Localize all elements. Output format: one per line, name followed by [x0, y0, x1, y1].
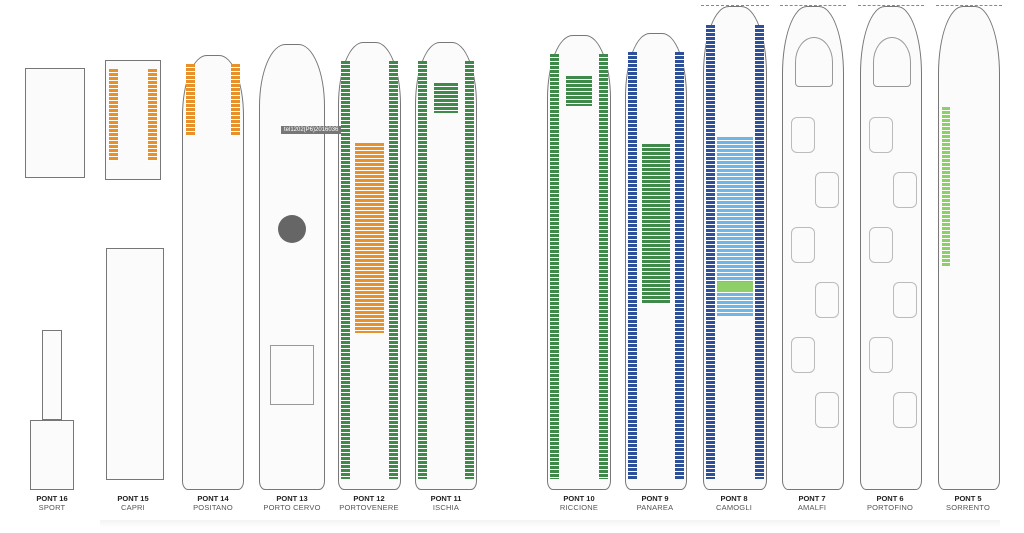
- venue: [869, 227, 893, 263]
- deck-name: CAPRI: [121, 503, 145, 512]
- pool: [278, 215, 306, 243]
- venue: [893, 172, 917, 208]
- deck-outline: [860, 6, 922, 490]
- deck-number: PONT 11: [430, 494, 462, 503]
- deck-name: CAMOGLI: [716, 503, 752, 512]
- cabin-row: [389, 61, 398, 479]
- cabin-row: [675, 52, 684, 479]
- deck-outline: [30, 420, 74, 490]
- deck-outline: [25, 68, 85, 178]
- deck-name: AMALFI: [797, 503, 827, 512]
- deck-number: PONT 16: [36, 494, 68, 503]
- tooltip: tel1202(P6)2016036: [281, 126, 342, 134]
- deck-outline: [415, 42, 477, 490]
- venue: [791, 227, 815, 263]
- cabin-row: [418, 61, 427, 479]
- cabin-block: [642, 144, 670, 304]
- cabin-block: [434, 83, 458, 113]
- deck-top-line: [936, 5, 1002, 6]
- shadow: [100, 520, 1000, 528]
- cabin-block: [355, 143, 384, 333]
- cabin-row: [706, 25, 715, 479]
- cabin-row: [186, 64, 195, 136]
- deck-outline: [182, 55, 244, 490]
- cabin-row: [231, 64, 240, 136]
- deck-name: PANAREA: [636, 503, 674, 512]
- venue: [893, 282, 917, 318]
- venue: [270, 345, 314, 405]
- deck-outline: [106, 248, 164, 480]
- deck-name: RICCIONE: [559, 503, 599, 512]
- cabin-row: [550, 54, 559, 479]
- cabin-row: [465, 61, 474, 479]
- deck-outline: [938, 6, 1000, 490]
- deck-number: PONT 14: [197, 494, 229, 503]
- deck-name: POSITANO: [193, 503, 233, 512]
- venue: [869, 117, 893, 153]
- venue: [869, 337, 893, 373]
- deck-name: SPORT: [38, 503, 66, 512]
- deck-outline: [782, 6, 844, 490]
- cabin-row: [755, 25, 764, 479]
- deck-outline: [703, 6, 767, 490]
- cabin-row: [628, 52, 637, 479]
- venue: [791, 117, 815, 153]
- deck-name: SORRENTO: [946, 503, 990, 512]
- deck-outline: [625, 33, 687, 490]
- deck-outline: [338, 42, 401, 490]
- theatre: [873, 37, 911, 87]
- deck-number: PONT 9: [641, 494, 669, 503]
- theatre: [795, 37, 833, 87]
- deck-top-line: [780, 5, 846, 6]
- deck-name: ISCHIA: [432, 503, 460, 512]
- cabin-row: [599, 54, 608, 479]
- deck-top-line: [858, 5, 924, 6]
- cabin-row: [109, 69, 118, 161]
- deck-number: PONT 10: [563, 494, 595, 503]
- cabin-row: [148, 69, 157, 161]
- deck-top-line: [701, 5, 769, 6]
- cabin-row: [341, 61, 350, 479]
- deck-number: PONT 7: [798, 494, 826, 503]
- deck-outline: [259, 44, 325, 490]
- deck-outline: [42, 330, 62, 420]
- deck-name: PORTO CERVO: [263, 503, 321, 512]
- deck-number: PONT 12: [353, 494, 385, 503]
- cabin-block: [942, 107, 950, 267]
- venue: [815, 392, 839, 428]
- deck-number: PONT 13: [276, 494, 308, 503]
- deck-name: PORTOVENERE: [339, 503, 399, 512]
- deck-name: PORTOFINO: [866, 503, 914, 512]
- deck-number: PONT 5: [954, 494, 982, 503]
- cabin-block: [566, 76, 592, 106]
- deck-number: PONT 6: [876, 494, 904, 503]
- venue: [893, 392, 917, 428]
- deck-outline: [105, 60, 161, 180]
- venue: [815, 282, 839, 318]
- venue: [791, 337, 815, 373]
- cabin-block: [717, 282, 753, 292]
- deck-number: PONT 8: [720, 494, 748, 503]
- deck-outline: [547, 35, 611, 490]
- venue: [815, 172, 839, 208]
- deck-number: PONT 15: [117, 494, 149, 503]
